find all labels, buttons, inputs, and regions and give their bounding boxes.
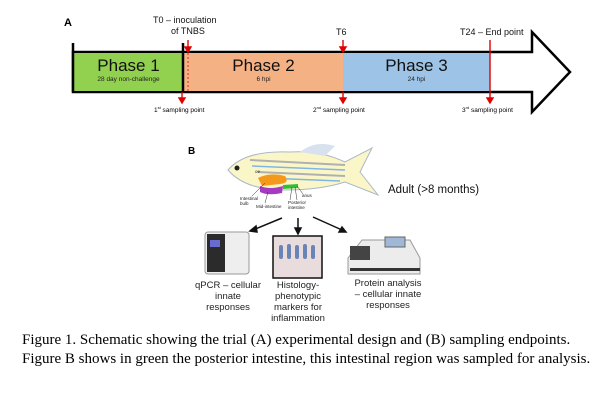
phase-1-subtitle: 28 day non-challenge <box>97 76 160 83</box>
fish-label-anus: anus <box>302 193 312 198</box>
phase-3-title: Phase 3 <box>385 56 448 75</box>
t0-label-line1: T0 – inoculation <box>153 15 217 25</box>
phase-2-title: Phase 2 <box>232 56 295 75</box>
zebrafish-icon <box>227 144 380 204</box>
fish-label-intestinal-bulb: Intestinal bulb <box>240 196 259 206</box>
sampling-point-3: 3rd sampling point <box>462 105 513 115</box>
fish-label-posterior-intestine: Posterior intestine <box>288 200 307 210</box>
phase-2-bar <box>184 53 343 91</box>
histology-slide-icon <box>272 235 323 279</box>
figure-caption: Figure 1. Schematic showing the trial (A… <box>22 332 591 367</box>
phase-2-subtitle: 6 hpi <box>256 76 271 83</box>
fish-label-mid-intestine: Mid-intestine <box>256 204 282 209</box>
t24-label: T24 – End point <box>460 27 524 37</box>
t6-label: T6 <box>336 27 347 37</box>
phase-1-bar <box>74 53 183 91</box>
panel-b-graphics <box>204 144 421 279</box>
fish-label-oe: oe <box>255 169 261 174</box>
panel-b-label: B <box>188 146 196 157</box>
method-arrows <box>248 216 348 236</box>
phase-1: Phase 1 28 day non-challenge <box>74 56 183 83</box>
phase-3-bar <box>343 53 490 91</box>
subject-label: Adult (>8 months) <box>388 184 480 196</box>
qpcr-machine-icon <box>204 231 250 275</box>
spectrophotometer-icon <box>347 236 421 275</box>
t0-label-line2: of TNBS <box>171 26 205 36</box>
phase-3: Phase 3 24 hpi <box>343 56 490 83</box>
phase-3-subtitle: 24 hpi <box>407 76 426 83</box>
timeline-arrow <box>71 28 572 116</box>
phase-2: Phase 2 6 hpi <box>184 56 343 83</box>
sampling-point-2: 2nd sampling point <box>313 105 365 115</box>
panel-a-label: A <box>64 17 72 29</box>
sampling-point-1: 1st sampling point <box>154 105 205 115</box>
phase-1-title: Phase 1 <box>97 56 160 75</box>
